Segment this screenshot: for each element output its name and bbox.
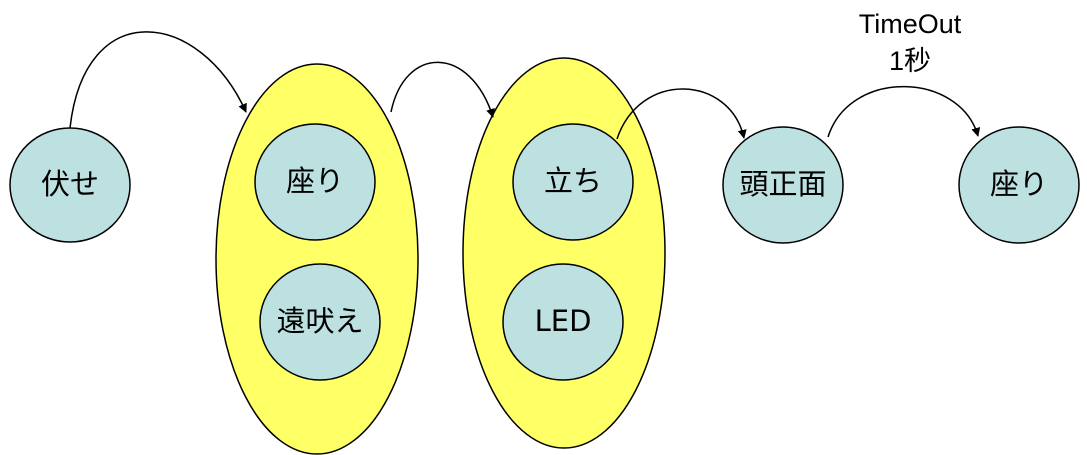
- transition-label-timeout: TimeOut: [859, 9, 962, 39]
- state-label-atama-shoumen: 頭正面: [739, 167, 826, 201]
- state-node-fuse: 伏せ: [9, 127, 131, 243]
- state-node-suwari-1: 座り: [254, 123, 376, 241]
- state-node-tooboe: 遠吠え: [259, 263, 381, 381]
- arrow-tachi-to-atama-shoumen: [616, 88, 747, 140]
- state-label-fuse: 伏せ: [41, 167, 99, 201]
- arrow-fuse-to-group1: [69, 31, 247, 129]
- group-ellipse-1: [215, 63, 419, 455]
- state-label-suwari-1: 座り: [286, 164, 344, 198]
- state-node-atama-shoumen: 頭正面: [722, 126, 844, 244]
- state-node-tachi: 立ち: [512, 123, 634, 241]
- state-node-suwari-2: 座り: [958, 126, 1080, 244]
- state-label-led: LED: [535, 304, 592, 338]
- transition-label-duration: 1秒: [889, 46, 931, 76]
- state-label-tooboe: 遠吠え: [276, 304, 363, 338]
- state-node-led: LED: [502, 263, 624, 381]
- state-label-tachi: 立ち: [544, 164, 602, 198]
- arrow-atama-to-suwari: [827, 85, 981, 138]
- state-label-suwari-2: 座り: [990, 167, 1048, 201]
- arrow-group1-to-group2: [390, 61, 495, 118]
